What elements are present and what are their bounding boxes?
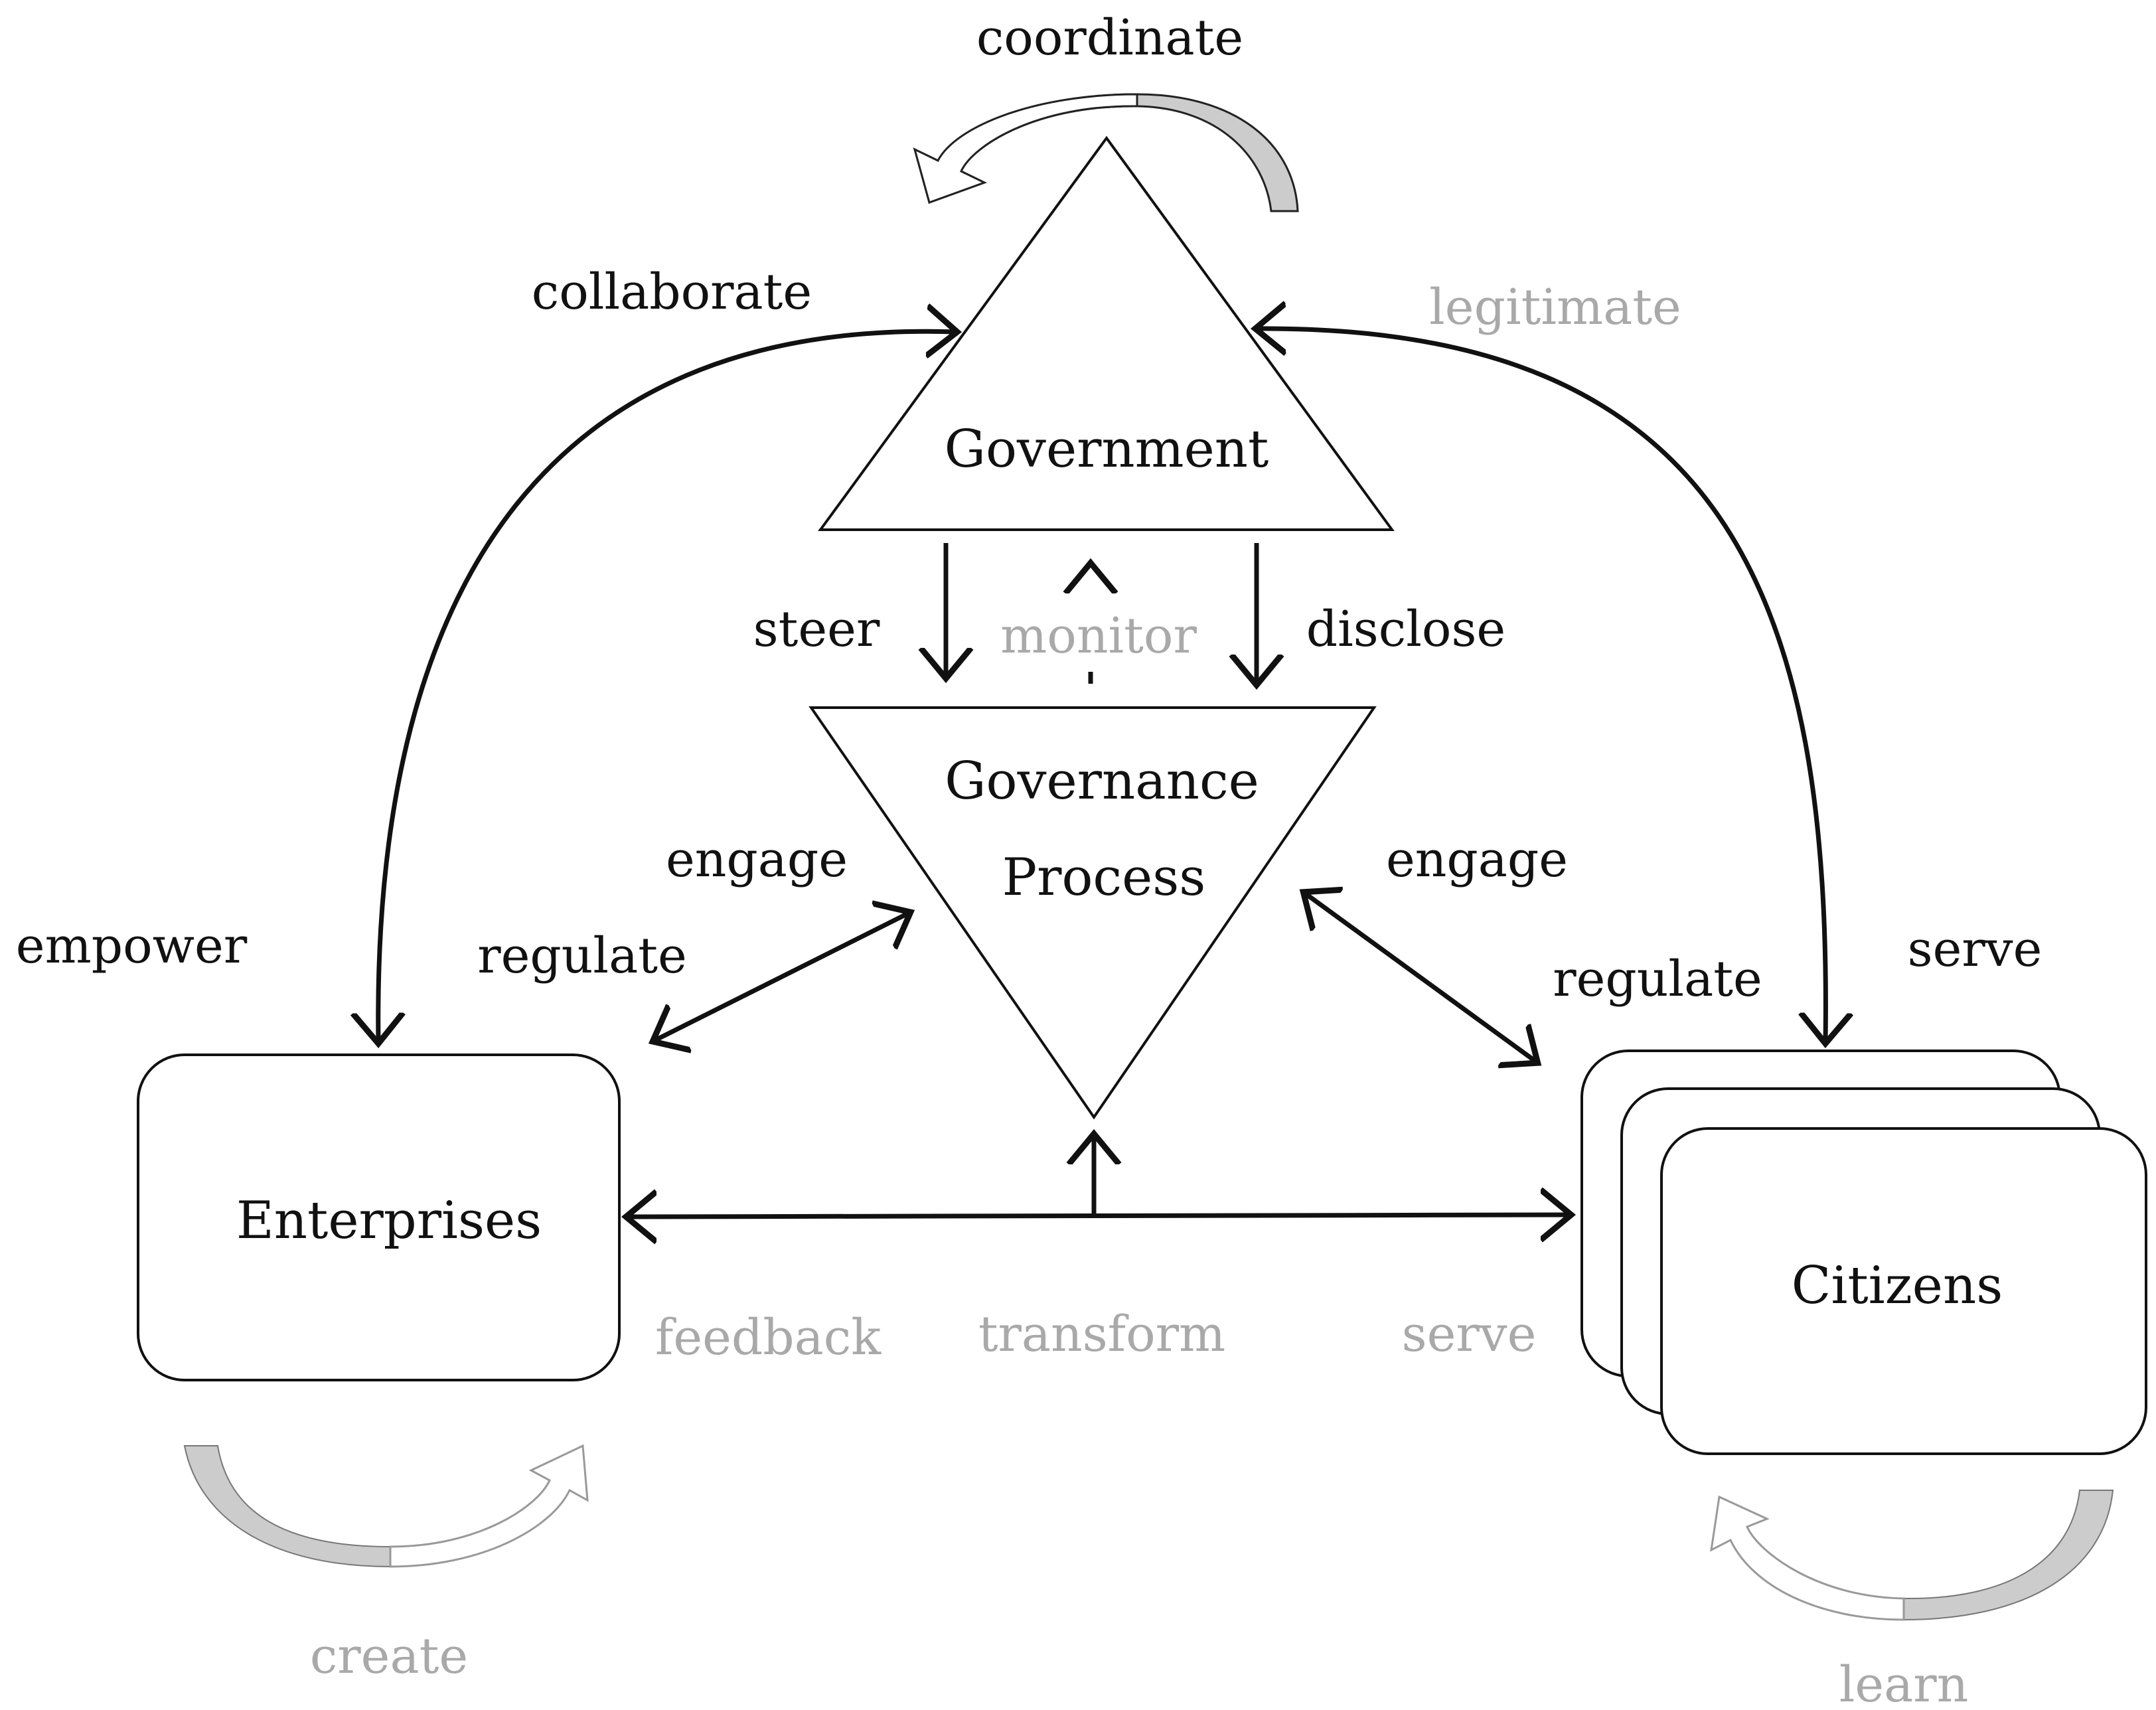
coordinate-loop-tail: [913, 93, 1138, 204]
label-engage-left: engage: [666, 831, 848, 888]
governance-process-label-line2: Process: [1002, 848, 1206, 907]
citizens-label: Citizens: [1792, 1256, 2003, 1316]
label-regulate-right: regulate: [1553, 951, 1762, 1008]
label-steer: steer: [753, 601, 880, 658]
enterprises-label: Enterprises: [236, 1191, 542, 1251]
label-regulate-left: regulate: [477, 927, 687, 984]
label-disclose: disclose: [1306, 601, 1505, 658]
enterprises-box: [137, 1053, 621, 1381]
label-coordinate: coordinate: [976, 9, 1243, 66]
label-empower: empower: [16, 917, 248, 974]
label-monitor: monitor: [1000, 607, 1197, 664]
label-serve-bottom: serve: [1402, 1306, 1537, 1363]
engage-regulate-left-arrow: [654, 913, 909, 1041]
governance-process-label-line1: Governance: [945, 751, 1259, 811]
engage-regulate-right-arrow: [1304, 893, 1537, 1062]
label-create: create: [310, 1628, 468, 1685]
label-engage-right: engage: [1386, 831, 1568, 888]
learn-loop-head: [1710, 1495, 1905, 1621]
label-feedback: feedback: [655, 1309, 882, 1366]
label-serve-top: serve: [1908, 921, 2042, 978]
citizens-box-front: [1660, 1127, 2147, 1455]
label-collaborate: collaborate: [532, 264, 812, 321]
label-learn: learn: [1839, 1656, 1969, 1710]
legitimate-serve-arc: [1257, 329, 1825, 1042]
label-transform: transform: [978, 1306, 1225, 1363]
collaborate-empower-arc: [378, 331, 956, 1042]
create-loop-head: [389, 1444, 589, 1568]
feedback-serve-arrow: [627, 1215, 1570, 1217]
government-label: Government: [945, 420, 1269, 479]
label-legitimate: legitimate: [1429, 279, 1681, 336]
government-triangle: [818, 135, 1395, 531]
